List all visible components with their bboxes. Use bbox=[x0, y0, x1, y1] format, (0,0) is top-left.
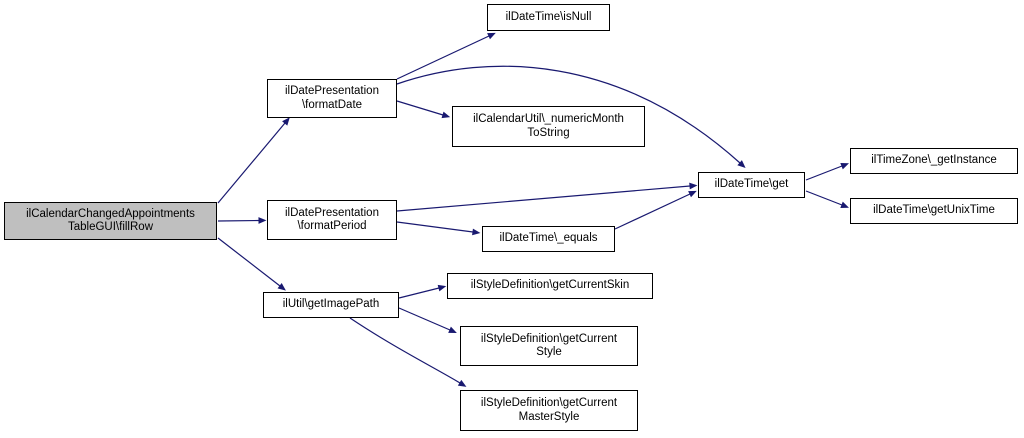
node-label: ilDateTime\get bbox=[714, 178, 789, 191]
node-label: ilCalendarChangedAppointments bbox=[26, 207, 195, 220]
node-label: ilStyleDefinition\getCurrent bbox=[480, 397, 618, 409]
node-formatDate[interactable]: ilDatePresentation\formatDate bbox=[267, 79, 397, 118]
edge-formatDate-numericMonthToString bbox=[396, 100, 451, 119]
edge-fillRow-getImagePath bbox=[217, 237, 286, 291]
node-label: ilTimeZone\_getInstance bbox=[871, 154, 997, 167]
edge-formatDate-isNull bbox=[396, 32, 496, 80]
node-getImagePath[interactable]: ilUtil\getImagePath bbox=[263, 292, 399, 318]
node-label: \formatPeriod bbox=[297, 220, 367, 232]
node-label: ToString bbox=[527, 126, 570, 139]
edge-getImagePath-getCurrentMasterStyle bbox=[349, 317, 467, 387]
node-equals[interactable]: ilDateTime\_equals bbox=[482, 226, 615, 252]
edge-fillRow-formatDate bbox=[217, 117, 290, 204]
node-label: TableGUI\fillRow bbox=[68, 221, 153, 233]
edge-formatPeriod-get bbox=[396, 182, 698, 212]
node-label: ilDateTime\_equals bbox=[499, 232, 598, 245]
node-label: ilStyleDefinition\getCurrent bbox=[480, 332, 618, 345]
edge-equals-get bbox=[614, 190, 697, 230]
edge-get-getUnixTime bbox=[805, 190, 849, 208]
node-formatPeriod[interactable]: ilDatePresentation\formatPeriod bbox=[267, 200, 397, 240]
node-label: ilUtil\getImagePath bbox=[282, 298, 380, 311]
edge-getImagePath-getCurrentSkin bbox=[398, 284, 447, 299]
node-getInstance[interactable]: ilTimeZone\_getInstance bbox=[850, 148, 1018, 174]
node-label: ilDateTime\getUnixTime bbox=[873, 204, 995, 217]
node-label: ilStyleDefinition\getCurrentSkin bbox=[470, 279, 630, 292]
edge-getImagePath-getCurrentStyle bbox=[398, 307, 457, 333]
edge-get-getInstance bbox=[805, 163, 849, 181]
node-label: ilCalendarUtil\_numericMonth bbox=[473, 113, 624, 125]
edge-formatPeriod-equals bbox=[396, 221, 481, 236]
node-isNull[interactable]: ilDateTime\isNull bbox=[487, 4, 610, 31]
node-label: ilDatePresentation bbox=[285, 85, 379, 97]
edge-fillRow-formatPeriod bbox=[217, 217, 267, 224]
node-label: Style bbox=[536, 346, 562, 358]
node-label: ilDatePresentation bbox=[285, 206, 379, 219]
node-label: MasterStyle bbox=[518, 410, 580, 423]
node-getCurrentSkin[interactable]: ilStyleDefinition\getCurrentSkin bbox=[447, 273, 653, 299]
node-getUnixTime[interactable]: ilDateTime\getUnixTime bbox=[850, 198, 1018, 224]
node-label: ilDateTime\isNull bbox=[505, 10, 592, 23]
node-label: \formatDate bbox=[301, 98, 363, 111]
node-get[interactable]: ilDateTime\get bbox=[698, 172, 805, 198]
